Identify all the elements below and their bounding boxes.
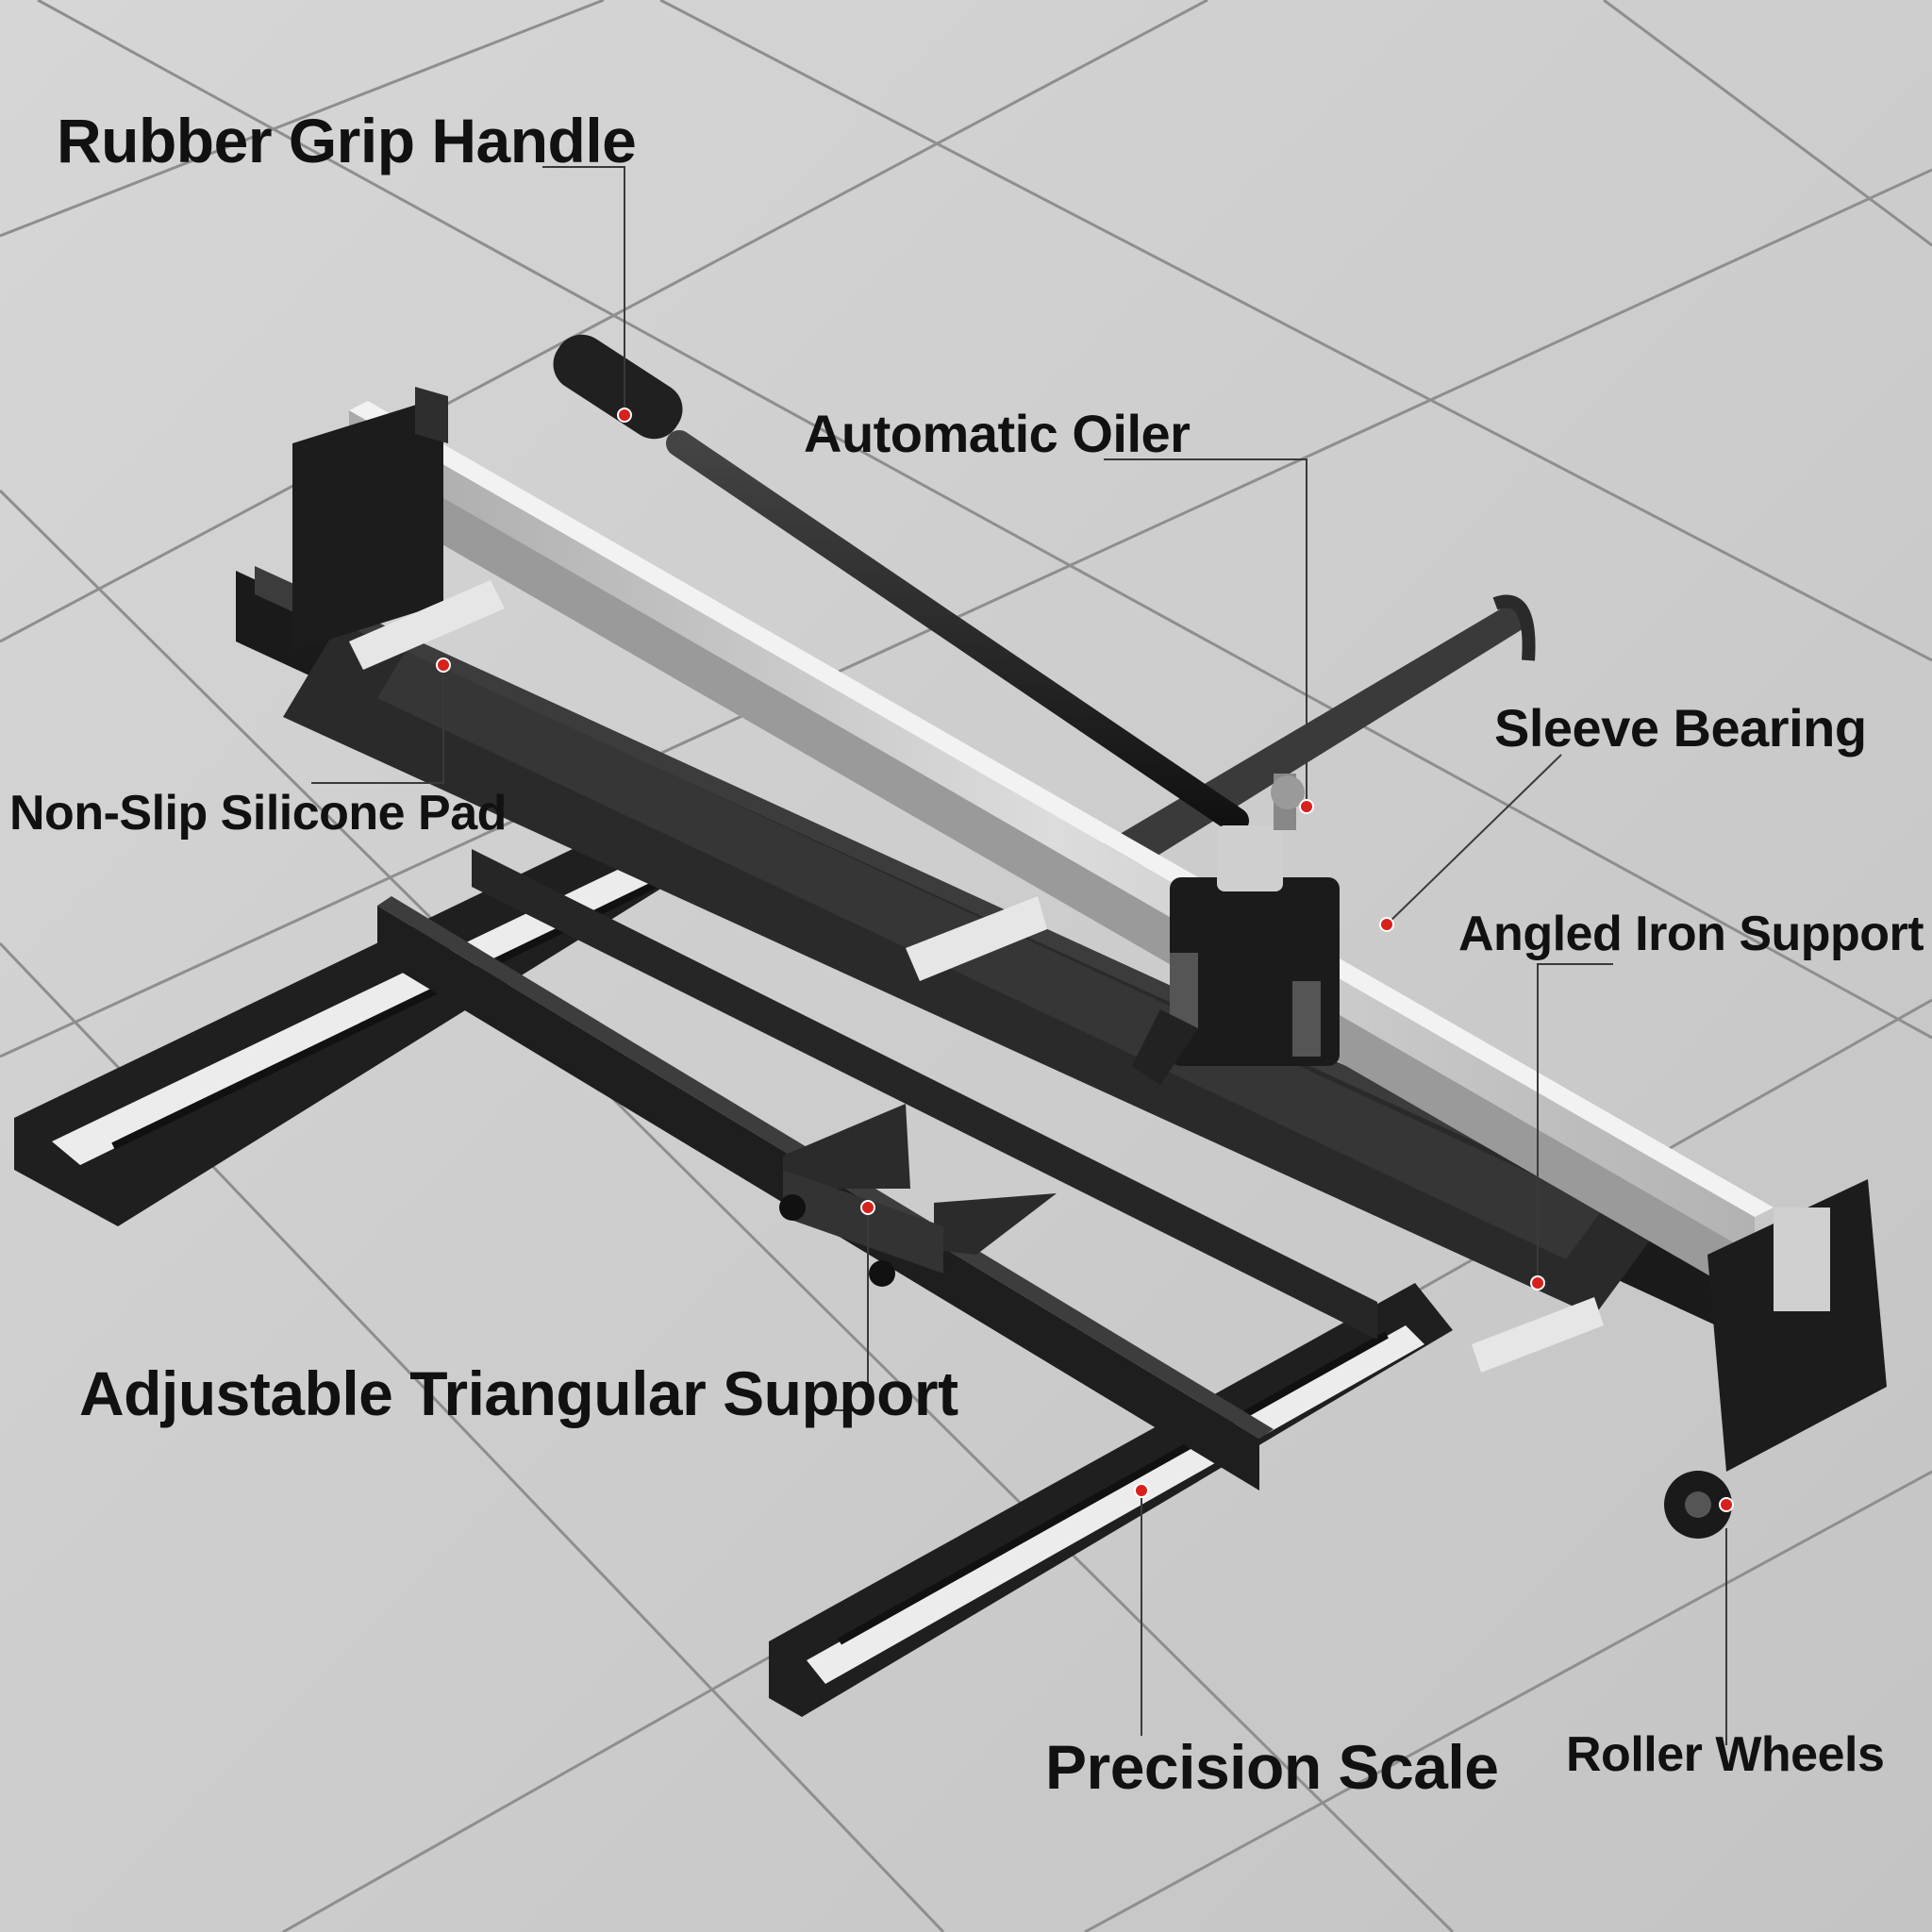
label-sleeve-bearing: Sleeve Bearing	[1494, 698, 1867, 758]
label-adjustable-triangular-support: Adjustable Triangular Support	[79, 1358, 958, 1428]
leader-lines	[311, 166, 1727, 1745]
guide-rail	[349, 410, 1755, 1255]
label-angled-iron-support: Angled Iron Support	[1458, 907, 1924, 961]
marker-triangular-support	[860, 1200, 875, 1215]
triangular-support-fin-right	[934, 1193, 1057, 1255]
right-end-post	[1707, 1179, 1887, 1472]
marker-precision-scale	[1134, 1483, 1149, 1498]
left-end-post	[292, 396, 443, 651]
front-arm-scale	[807, 1325, 1424, 1684]
left-arm-scale	[52, 854, 679, 1165]
support-knob-2	[869, 1260, 895, 1287]
marker-dots	[436, 408, 1734, 1512]
marker-roller-wheels	[1719, 1497, 1734, 1512]
right-end-post-block	[1774, 1208, 1830, 1311]
top-scale-right	[1472, 1297, 1604, 1373]
label-rubber-grip-handle: Rubber Grip Handle	[57, 106, 637, 175]
triangular-support-base	[783, 1170, 943, 1274]
marker-angled-iron	[1530, 1275, 1545, 1291]
guide-rail-face	[349, 443, 1755, 1302]
marker-oiler	[1299, 799, 1314, 814]
lever-bar	[666, 430, 1249, 834]
inner-frame	[472, 849, 1377, 1340]
top-scale-left	[349, 580, 505, 670]
guide-rail-highlight	[349, 401, 1774, 1217]
label-precision-scale: Precision Scale	[1045, 1732, 1499, 1802]
triangular-support-fin	[783, 1104, 910, 1189]
label-automatic-oiler: Automatic Oiler	[804, 404, 1191, 463]
top-scale-mid	[906, 896, 1047, 981]
label-non-slip-silicone-pad: Non-Slip Silicone Pad	[9, 786, 507, 841]
cutting-bed-inner	[377, 651, 1604, 1259]
left-end-post-cap	[415, 387, 448, 443]
label-roller-wheels: Roller Wheels	[1566, 1727, 1885, 1782]
support-knob-1	[779, 1194, 806, 1221]
marker-sleeve-bearing	[1379, 917, 1394, 932]
cutting-head	[1132, 774, 1340, 1085]
marker-rubber-grip	[617, 408, 632, 423]
rear-support-hook	[1492, 594, 1536, 661]
rubber-grip	[553, 334, 683, 440]
marker-silicone-pad	[436, 658, 451, 673]
